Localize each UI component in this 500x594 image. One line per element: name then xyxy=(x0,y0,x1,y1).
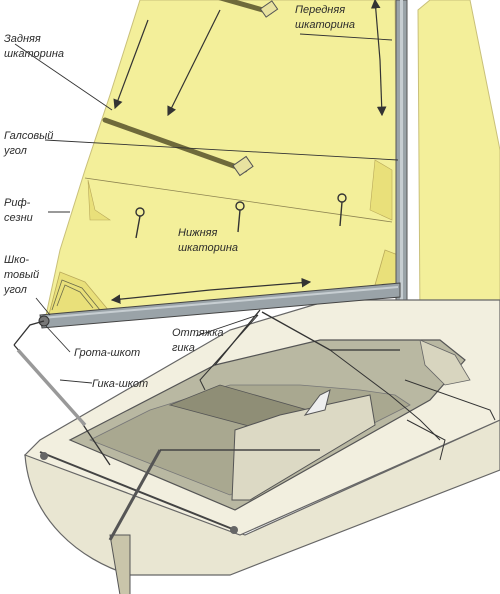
tiller xyxy=(108,449,162,541)
label-clew: Шко- товый угол xyxy=(3,254,42,296)
jib-sail xyxy=(417,0,500,321)
labels: Задняя шкаторина Передняя шкаторина Галс… xyxy=(3,4,355,390)
rigging xyxy=(13,309,496,466)
foot-arrow-right xyxy=(209,277,312,291)
label-luff: Передняя шкаторина xyxy=(295,4,355,31)
reef-patch-right xyxy=(369,159,393,221)
label-reef-points: Риф- сезни xyxy=(4,197,33,224)
hull xyxy=(23,299,500,594)
mainsail xyxy=(44,0,500,321)
label-boom-vang: Оттяжка гика xyxy=(172,327,227,354)
leader-lines xyxy=(14,33,399,384)
foredeck xyxy=(419,339,471,386)
hull-side xyxy=(24,419,500,576)
boom xyxy=(38,282,401,329)
label-foot: Нижняя шкаторина xyxy=(178,227,238,254)
luff-arrow-top xyxy=(370,0,381,61)
centerboard-case xyxy=(231,394,376,501)
label-boom-sheet: Гика-шкот xyxy=(92,378,148,390)
foot-arrow-left xyxy=(110,289,211,304)
batten-pockets xyxy=(232,0,279,177)
clew-rings xyxy=(51,279,101,311)
label-tack: Галсовый угол xyxy=(3,130,56,157)
mainsheet-line xyxy=(13,320,45,346)
reef-cringles xyxy=(135,193,347,239)
centerboard-handle xyxy=(303,389,331,416)
rudder xyxy=(109,534,131,594)
reef-patch-left xyxy=(87,179,111,221)
leech-arrow-2 xyxy=(167,9,221,117)
label-mainsheet: Грота-шкот xyxy=(74,347,140,359)
dimension-arrows xyxy=(110,0,387,304)
leech-arrow xyxy=(113,19,149,110)
label-leech: Задняя шкаторина xyxy=(4,33,64,60)
luff-arrow xyxy=(376,59,387,117)
